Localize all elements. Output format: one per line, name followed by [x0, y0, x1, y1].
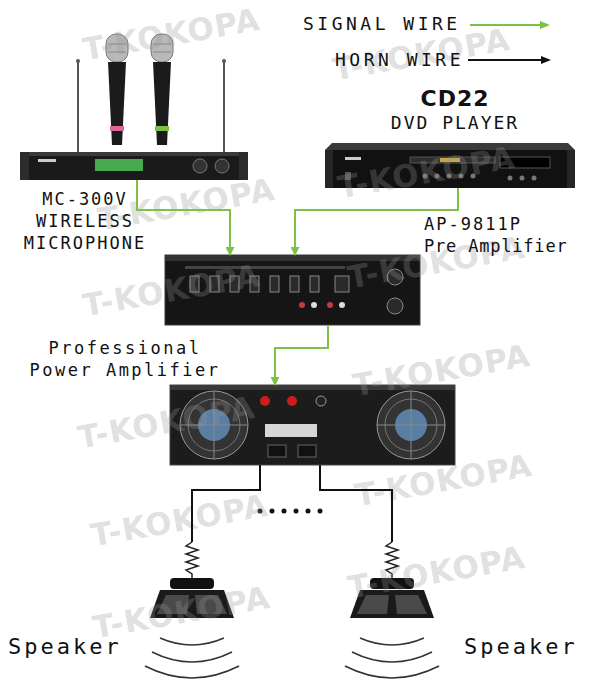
watermark: T-KOKOPA	[345, 539, 528, 606]
wireless-mic-illustration	[38, 159, 56, 162]
device-label: DVD PLAYER	[375, 111, 535, 134]
legend-text: HORN WIRE	[335, 48, 464, 72]
wireless-mic-illustration	[223, 62, 225, 153]
wireless-mic-illustration	[155, 126, 169, 131]
speaker-illustration	[186, 542, 198, 580]
wireless-mic-illustration	[95, 159, 143, 171]
model-label: AP-9811P	[424, 213, 584, 235]
watermark: T-KOKOPA	[335, 139, 518, 206]
wireless-mic-illustration	[193, 159, 207, 173]
wireless-mic-receiver: MC-300VWIRELESS MICROPHONE	[20, 152, 248, 180]
speaker-illustration	[160, 638, 224, 645]
watermark: T-KOKOPA	[350, 337, 533, 404]
pre-amplifier-illustration	[387, 298, 403, 314]
device-label: Pre Amplifier	[424, 235, 584, 257]
wireless-mic-illustration	[76, 59, 80, 63]
dvd-player-illustration	[325, 150, 333, 188]
wireless-mic-illustration	[153, 62, 171, 145]
watermark: T-KOKOPA	[88, 487, 271, 554]
speaker-illustration	[152, 652, 232, 662]
watermark: T-KOKOPA	[80, 1, 263, 68]
continuation-dots	[294, 509, 299, 514]
model-label: CD22	[400, 84, 510, 113]
legend-sample-horn	[541, 56, 551, 64]
dvd-player-illustration	[567, 150, 575, 188]
wireless-mic-illustration	[20, 152, 248, 180]
pre-amplifier: AP-9811PPre Amplifier	[165, 255, 420, 325]
pre-amplifier-illustration	[327, 302, 333, 308]
speaker-illustration	[360, 638, 424, 645]
legend-sample-signal	[540, 21, 550, 29]
speaker-illustration	[395, 595, 427, 614]
continuation-dots	[306, 509, 311, 514]
pre-amplifier-illustration	[290, 276, 299, 292]
continuation-dots	[282, 509, 287, 514]
dvd-player-illustration	[520, 176, 525, 181]
dvd-player-illustration	[508, 176, 513, 181]
speaker: Speaker	[352, 542, 432, 622]
power-amplifier-illustration	[265, 424, 317, 437]
signal-wire	[295, 188, 458, 255]
continuation-dots	[318, 509, 323, 514]
power-amplifier: Professional Power Amplifier	[170, 385, 455, 465]
horn-wire	[192, 465, 260, 542]
pre-amplifier-illustration	[335, 276, 349, 292]
wireless-mic-illustration	[215, 159, 229, 173]
signal-wire	[275, 325, 328, 385]
dvd-player-illustration	[345, 157, 361, 160]
pre-amplifier-illustration	[339, 302, 345, 308]
wireless-mic-illustration	[20, 152, 29, 180]
device-label: Speaker	[8, 632, 148, 661]
power-amplifier-illustration	[260, 396, 270, 406]
power-amplifier-illustration	[411, 391, 412, 459]
speaker: Speaker	[152, 542, 232, 622]
pre-amplifier-illustration	[270, 276, 279, 292]
power-amplifier-illustration	[268, 445, 286, 457]
power-amplifier-illustration	[287, 396, 297, 406]
watermark: T-KOKOPA	[75, 389, 258, 456]
device-label: Professional Power Amplifier	[20, 337, 230, 381]
continuation-dots	[270, 509, 275, 514]
dvd-player-illustration	[532, 176, 537, 181]
wireless-mic-illustration	[222, 59, 226, 63]
speaker-illustration	[145, 666, 239, 678]
pre-amplifier-illustration	[299, 302, 305, 308]
dvd-player: CD22DVD PLAYER	[325, 143, 575, 188]
speaker-illustration	[345, 666, 439, 678]
speaker-illustration	[352, 652, 432, 662]
power-amplifier-illustration	[377, 391, 445, 459]
watermark: T-KOKOPA	[80, 257, 263, 324]
wireless-mic-illustration	[77, 62, 79, 153]
legend-text: SIGNAL WIRE	[303, 12, 461, 36]
power-amplifier-illustration	[316, 396, 326, 406]
power-amplifier-illustration	[298, 445, 316, 457]
pre-amplifier-illustration	[311, 302, 317, 308]
model-label: MC-300V	[20, 188, 150, 210]
device-label: WIRELESS MICROPHONE	[10, 210, 160, 254]
wireless-mic-illustration	[20, 152, 248, 156]
device-label: Speaker	[464, 632, 590, 661]
speaker-illustration	[170, 578, 214, 589]
wireless-mic-illustration	[108, 62, 126, 145]
signal-wire	[137, 180, 230, 255]
wireless-mic-illustration	[110, 126, 124, 131]
watermark: T-KOKOPA	[352, 447, 535, 514]
horn-wire	[320, 465, 392, 542]
pre-amplifier-illustration	[310, 276, 319, 292]
